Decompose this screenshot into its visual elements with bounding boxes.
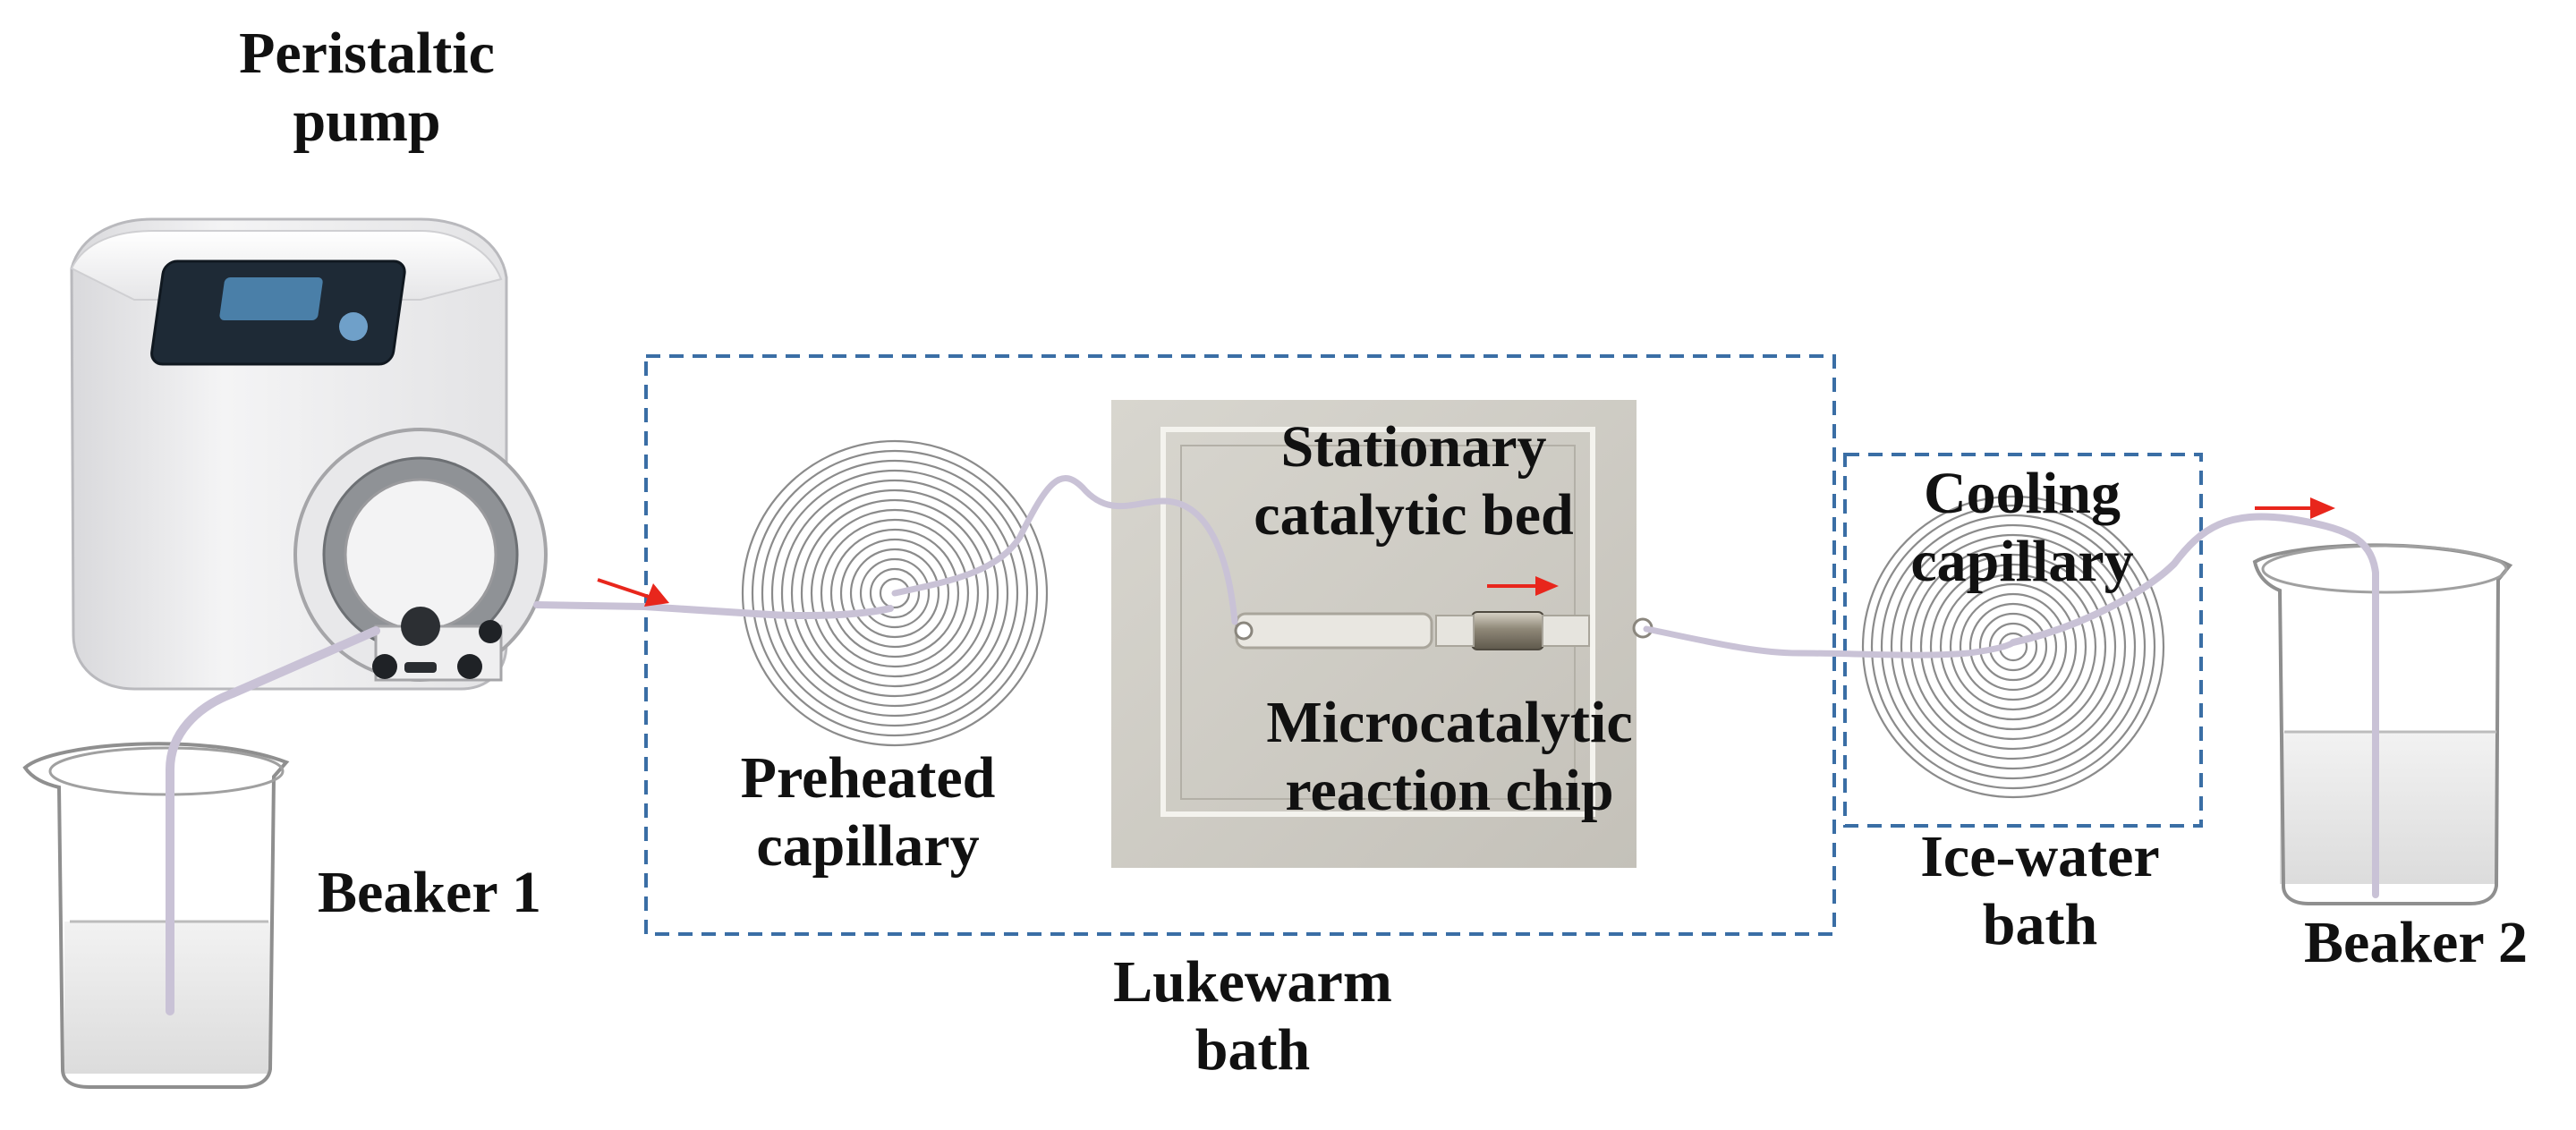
cooling-capillary-coil (1861, 495, 2165, 799)
label-preheated-capillary: Preheated capillary (740, 745, 996, 879)
preheated-capillary-coil (741, 439, 1049, 747)
label-cooling-capillary: Cooling capillary (1910, 461, 2134, 594)
label-beaker-2: Beaker 2 (2304, 910, 2528, 975)
label-ice-water-bath: Ice-water bath (1920, 824, 2160, 957)
beaker-1-icon (22, 742, 290, 1089)
flow-arrows (597, 497, 2335, 607)
label-peristaltic-pump: Peristaltic pump (239, 21, 495, 154)
flow-arrow-catalytic-bed (1487, 576, 1559, 596)
label-microcatalytic-reaction-chip: Microcatalytic reaction chip (1266, 690, 1633, 823)
beaker-2-icon (2252, 543, 2513, 905)
microcatalytic-chip (1111, 400, 1654, 868)
label-stationary-catalytic-bed: Stationary catalytic bed (1254, 414, 1574, 548)
flow-arrow-to-beaker-2 (2255, 497, 2335, 519)
peristaltic-pump-icon (70, 217, 548, 691)
label-lukewarm-bath: Lukewarm bath (1113, 949, 1392, 1083)
catalytic-bed-icon (1471, 611, 1544, 650)
tubing (166, 475, 2379, 1015)
lukewarm-bath-box (644, 354, 1836, 936)
label-beaker-1: Beaker 1 (318, 860, 541, 925)
chip-channel-left (1235, 612, 1433, 650)
flow-arrow-pump-outlet (597, 578, 669, 607)
ice-water-bath-box (1843, 453, 2203, 828)
